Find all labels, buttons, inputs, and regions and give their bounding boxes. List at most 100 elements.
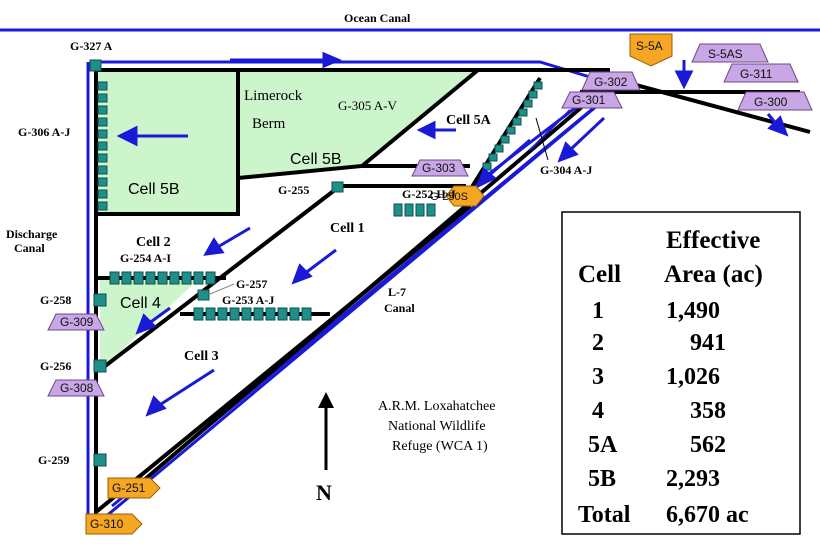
levees — [94, 68, 811, 517]
cell3-label: Cell 3 — [184, 349, 219, 364]
g253-gates — [193, 307, 312, 321]
g310-label: G-310 — [90, 517, 124, 531]
g255-gate — [331, 181, 344, 193]
g250s-label: G-250S — [430, 191, 468, 203]
g257-label: G-257 — [236, 277, 267, 291]
flow-arrow-cell5b-east — [416, 120, 456, 140]
table-border — [561, 211, 801, 535]
g311-shape — [723, 63, 799, 83]
table-row-total-value: 6,670 ac — [666, 502, 749, 528]
g302-shape — [581, 71, 641, 91]
g300-shape — [737, 91, 813, 111]
g254-label: G-254 A-I — [120, 251, 171, 265]
refuge-label-2: National Wildlife — [388, 419, 486, 434]
cell5b-west-label: Cell 5B — [128, 181, 180, 198]
flow-arrow-g300 — [766, 113, 789, 137]
g309-label: G-309 — [60, 315, 94, 329]
flow-arrow-g301 — [557, 116, 606, 163]
limerock-berm-levee — [96, 70, 240, 216]
flow-arrow-canal — [529, 109, 571, 151]
g252-label: G-252 H-J — [402, 187, 456, 201]
gate-structures — [89, 59, 543, 467]
s5a-shape — [629, 33, 673, 67]
g258-gate — [93, 293, 107, 307]
g300-label: G-300 — [754, 95, 788, 109]
g327a-label: G-327 A — [70, 39, 113, 53]
g252-gates — [393, 203, 436, 217]
effective-area-table: Effective Cell Area (ac) 1 1,490 2 941 3… — [561, 211, 801, 535]
g255-label: G-255 — [278, 183, 309, 197]
g306-label: G-306 A-J — [18, 125, 70, 139]
g302-label: G-302 — [594, 75, 628, 89]
ocean-canal-label: Ocean Canal — [344, 11, 411, 25]
table-row-area: 1,490 — [666, 298, 720, 324]
table-row-cell: 4 — [592, 398, 604, 424]
cell5a-label: Cell 5A — [446, 113, 492, 128]
g310-shape — [85, 513, 143, 535]
north-label: N — [316, 480, 332, 505]
g303-shape — [411, 159, 469, 177]
g308-label: G-308 — [60, 381, 94, 395]
table-row-area: 1,026 — [666, 364, 720, 390]
s5as-shape — [691, 43, 769, 63]
table-row-area: 358 — [690, 398, 726, 424]
flow-arrow-north — [230, 51, 342, 69]
g251-label: G-251 — [112, 481, 146, 495]
structure-labels: S-5A S-5AS G-302 G-311 G-301 G-300 G-303… — [60, 39, 788, 531]
limerock-label-1: Limerock — [244, 88, 303, 104]
flow-arrows — [116, 51, 789, 417]
map-labels: Ocean Canal G-327 A G-306 A-J Discharge … — [6, 11, 592, 467]
l7-label-2: Canal — [384, 301, 415, 315]
g258-label: G-258 — [40, 293, 71, 307]
cell-5b-east-fill — [238, 70, 478, 178]
table-row-total-label: Total — [578, 502, 631, 528]
g308-shape — [47, 379, 105, 397]
table-header-cell: Cell — [578, 261, 621, 288]
g301-label: G-301 — [572, 93, 606, 107]
g253-label: G-253 A-J — [222, 293, 274, 307]
table-row-cell: 3 — [592, 364, 604, 390]
g256-label: G-256 — [40, 359, 71, 373]
cell5b-east-label: Cell 5B — [290, 151, 342, 168]
g311-label: G-311 — [740, 67, 773, 81]
purple-structures — [47, 43, 813, 397]
north-arrow: N — [316, 392, 334, 505]
cell-5b-west-fill — [96, 70, 238, 214]
l7-label-1: L-7 — [388, 285, 406, 299]
flow-arrow-cell4 — [135, 306, 171, 335]
cell4-label: Cell 4 — [120, 295, 161, 312]
g257-gate — [197, 289, 210, 301]
discharge-label-2: Canal — [14, 241, 45, 255]
g259-label: G-259 — [38, 453, 69, 467]
limerock-label-2: Berm — [252, 116, 286, 132]
s5as-label: S-5AS — [708, 47, 743, 61]
table-row-area: 562 — [690, 432, 726, 458]
table-row-cell: 1 — [592, 298, 604, 324]
g251-shape — [107, 477, 161, 499]
g305-gates — [482, 81, 543, 171]
g304-label: G-304 A-J — [540, 163, 592, 177]
refuge-label-3: Refuge (WCA 1) — [392, 439, 488, 454]
table-row-cell: 5A — [588, 432, 618, 458]
table-row-cell: 2 — [592, 330, 604, 356]
g301-shape — [561, 91, 623, 109]
l7-inner-levee — [128, 98, 592, 494]
table-row-cell: 5B — [588, 466, 616, 492]
g327a-gate — [89, 59, 102, 72]
table-header-effective: Effective — [666, 227, 760, 254]
cell5a-east-levee — [468, 76, 542, 192]
table-header-area: Area (ac) — [664, 261, 763, 288]
g250s-shape — [445, 185, 485, 207]
discharge-label-1: Discharge — [6, 227, 58, 241]
g254-gates — [109, 271, 216, 285]
g303-label: G-303 — [422, 161, 456, 175]
flow-arrow-cell1 — [291, 248, 337, 285]
flow-arrow-cell3 — [145, 368, 215, 417]
cell1-label: Cell 1 — [330, 221, 365, 236]
g304-pointer — [535, 117, 549, 161]
flow-arrow-cell5b-west — [116, 125, 188, 147]
inflow-canal-line — [98, 60, 601, 82]
flow-arrow-cell2 — [203, 226, 251, 256]
